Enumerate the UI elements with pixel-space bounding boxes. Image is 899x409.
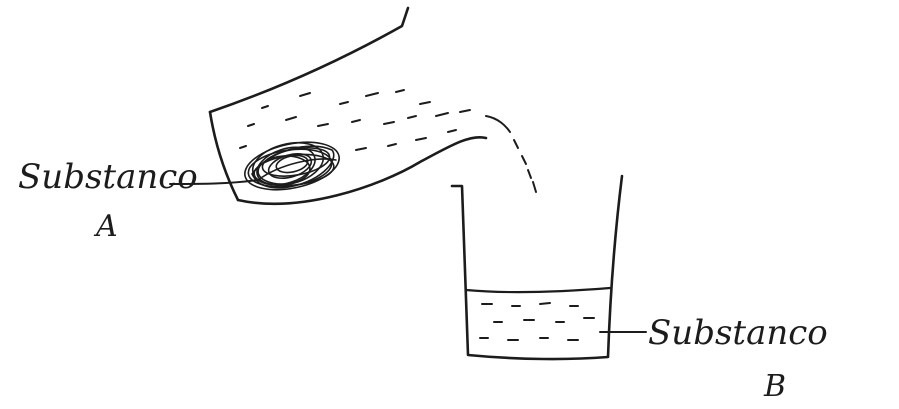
label-substance-a-name: Substanco — [18, 157, 198, 197]
label-substance-a: Substanco A — [18, 157, 258, 244]
label-substance-b: Substanco B — [600, 313, 828, 404]
label-substance-b-name: Substanco — [648, 313, 828, 353]
label-substance-a-letter: A — [93, 209, 118, 244]
beaker-liquid — [466, 288, 610, 340]
vessel-liquid-dashes — [240, 90, 470, 150]
beaker — [452, 176, 622, 359]
label-substance-b-letter: B — [763, 369, 786, 404]
substance-a-lump — [240, 135, 343, 198]
pour-stream — [486, 116, 536, 192]
